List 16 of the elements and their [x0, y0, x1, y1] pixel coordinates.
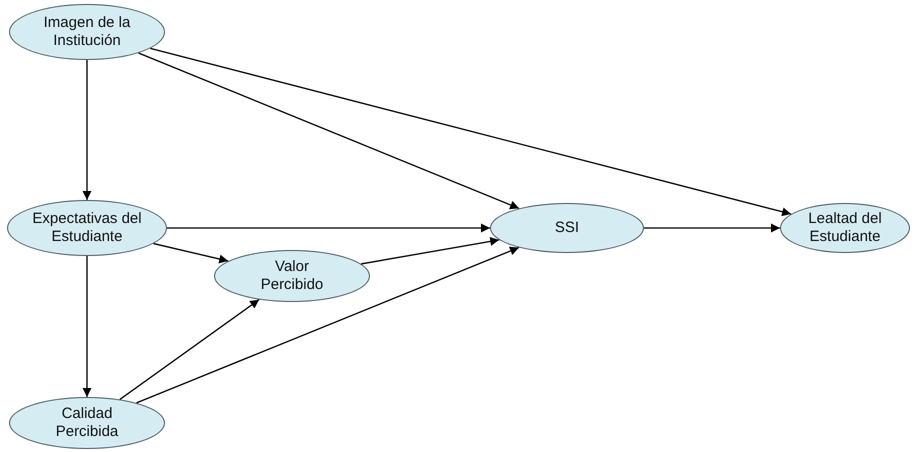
arrow [167, 224, 490, 232]
arrow [138, 52, 520, 210]
construct-label: Calidad Percibida [54, 405, 120, 441]
arrow [150, 48, 792, 216]
arrow [644, 224, 780, 232]
arrow [360, 236, 500, 265]
construct-label: Lealtad del Estudiante [807, 210, 883, 246]
arrow [120, 299, 260, 400]
arrow [136, 246, 520, 404]
construct-label: Imagen de la Institución [42, 14, 132, 50]
construct-label: Expectativas del Estudiante [31, 210, 143, 246]
arrow [153, 242, 228, 264]
arrow [82, 60, 92, 200]
arrow [82, 256, 92, 397]
construct-label: SSI [554, 219, 580, 237]
construct-label: Valor Percibido [260, 258, 324, 294]
